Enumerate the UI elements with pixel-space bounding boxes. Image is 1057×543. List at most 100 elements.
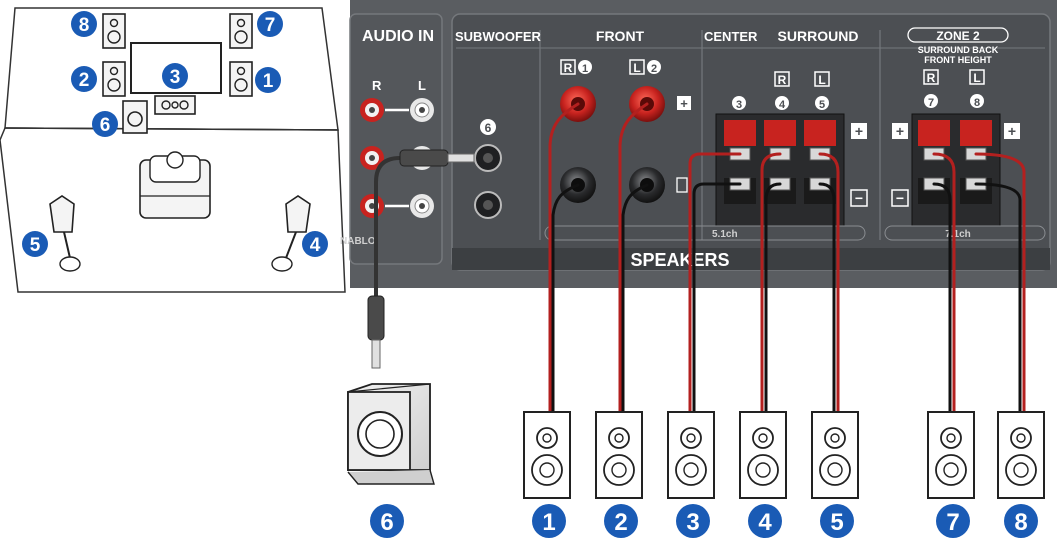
front-minus-icon [676,177,688,193]
bottom-badge-1: 1 [532,504,566,538]
room-speaker-7-icon [229,13,253,49]
svg-text:R: R [927,71,936,85]
zone2-minus-left-icon: − [891,189,909,207]
svg-text:8: 8 [79,15,90,36]
bottom-speaker-2-icon [595,411,643,499]
svg-text:1: 1 [542,509,555,536]
rca-jack-white-1 [410,98,434,122]
label-71ch: 7.1ch [945,229,971,240]
bottom-speaker-5-icon [811,411,859,499]
svg-text:6: 6 [380,509,393,536]
receiver-rear-panel: AUDIO IN SUBWOOFER FRONT CENTER SURROUND… [340,0,1057,288]
center-surround-terminal-block [715,113,845,227]
svg-text:5: 5 [819,99,825,111]
zone2-sub1-label: SURROUND BACK [918,45,999,55]
svg-text:R: R [778,73,787,87]
room-center-speaker-icon [154,95,196,115]
surround-label: SURROUND [778,28,859,44]
audio-in-r-label: R [372,78,382,93]
room-marker-3: 3 [162,63,188,89]
svg-text:8: 8 [1014,509,1027,536]
bottom-speaker-7-icon [927,411,975,499]
zone2-plus-left-icon: + [892,123,908,139]
svg-text:2: 2 [614,509,627,536]
bottom-badge-6: 6 [370,504,404,538]
svg-text:2: 2 [79,70,90,91]
svg-text:3: 3 [686,509,699,536]
bottom-speaker-8-icon [997,411,1045,499]
svg-text:5: 5 [30,235,41,256]
audio-in-label: AUDIO IN [362,28,434,45]
room-speaker-8-icon [102,13,126,49]
svg-text:5: 5 [830,509,843,536]
center-label: CENTER [704,29,758,44]
subwoofer-jack-1 [474,144,502,172]
svg-text:7: 7 [946,509,959,536]
svg-text:7: 7 [265,15,276,36]
speakers-label: SPEAKERS [630,250,729,270]
svg-text:−: − [896,190,904,206]
svg-text:3: 3 [736,99,742,111]
svg-text:6: 6 [100,115,111,136]
room-marker-7: 7 [257,11,283,37]
front-plus-icon: + [677,96,691,111]
svg-text:4: 4 [779,99,786,111]
room-marker-1: 1 [255,67,281,93]
bottom-speaker-4-icon [739,411,787,499]
bottom-subwoofer-icon [347,383,435,485]
bottom-badge-7: 7 [936,504,970,538]
svg-text:7: 7 [928,97,934,109]
svg-text:L: L [818,73,825,87]
front-label: FRONT [596,28,645,44]
subwoofer-rca-plug-panel [399,149,475,167]
surround-minus-icon: − [850,189,868,207]
room-speaker-2-icon [102,61,126,97]
audio-in-partial-label: NABLO [340,236,376,247]
subwoofer-jack-2 [474,191,502,219]
bottom-badge-5: 5 [820,504,854,538]
subwoofer-badge: 6 [480,119,496,135]
bottom-badge-2: 2 [604,504,638,538]
speaker-wires [374,102,1026,414]
room-speaker-5-icon [49,195,81,272]
room-marker-4: 4 [302,231,328,257]
zone2-r-label-group: R 7 [923,69,939,109]
svg-text:6: 6 [485,121,492,135]
subwoofer-label: SUBWOOFER [455,29,542,44]
subwoofer-rca-plug-sub [367,295,385,369]
svg-text:4: 4 [758,509,772,536]
svg-text:1: 1 [582,63,588,75]
surround-plus-icon: + [851,123,867,139]
room-speaker-1-icon [229,61,253,97]
svg-text:+: + [855,123,863,139]
bottom-speaker-1-icon [523,411,571,499]
svg-text:+: + [896,123,904,139]
room-marker-2: 2 [71,66,97,92]
room-illustration: 8 7 2 3 1 6 5 4 [0,7,346,293]
center-badge: 3 [732,96,746,111]
rca-jack-red-3 [360,194,384,218]
svg-text:−: − [855,190,863,206]
sofa-icon [139,151,211,219]
bottom-badge-4: 4 [748,504,782,538]
svg-text:L: L [633,61,640,75]
front-l-label-group: L 2 [629,59,661,75]
svg-text:2: 2 [651,63,657,75]
svg-text:+: + [1008,123,1016,139]
rca-jack-red-1 [360,98,384,122]
room-marker-5: 5 [22,231,48,257]
rca-jack-red-2 [360,146,384,170]
room-speaker-4-icon [271,195,311,272]
svg-text:3: 3 [170,67,181,88]
svg-text:8: 8 [974,97,980,109]
svg-text:R: R [564,61,573,75]
svg-text:4: 4 [310,235,321,256]
room-marker-8: 8 [71,11,97,37]
audio-in-l-label: L [418,78,426,93]
zone2-terminal-block [911,113,1001,227]
zone2-l-label-group: L 8 [969,69,985,109]
rca-jack-white-3 [410,194,434,218]
front-r-label-group: R 1 [560,59,592,75]
zone2-sub2-label: FRONT HEIGHT [924,55,992,65]
